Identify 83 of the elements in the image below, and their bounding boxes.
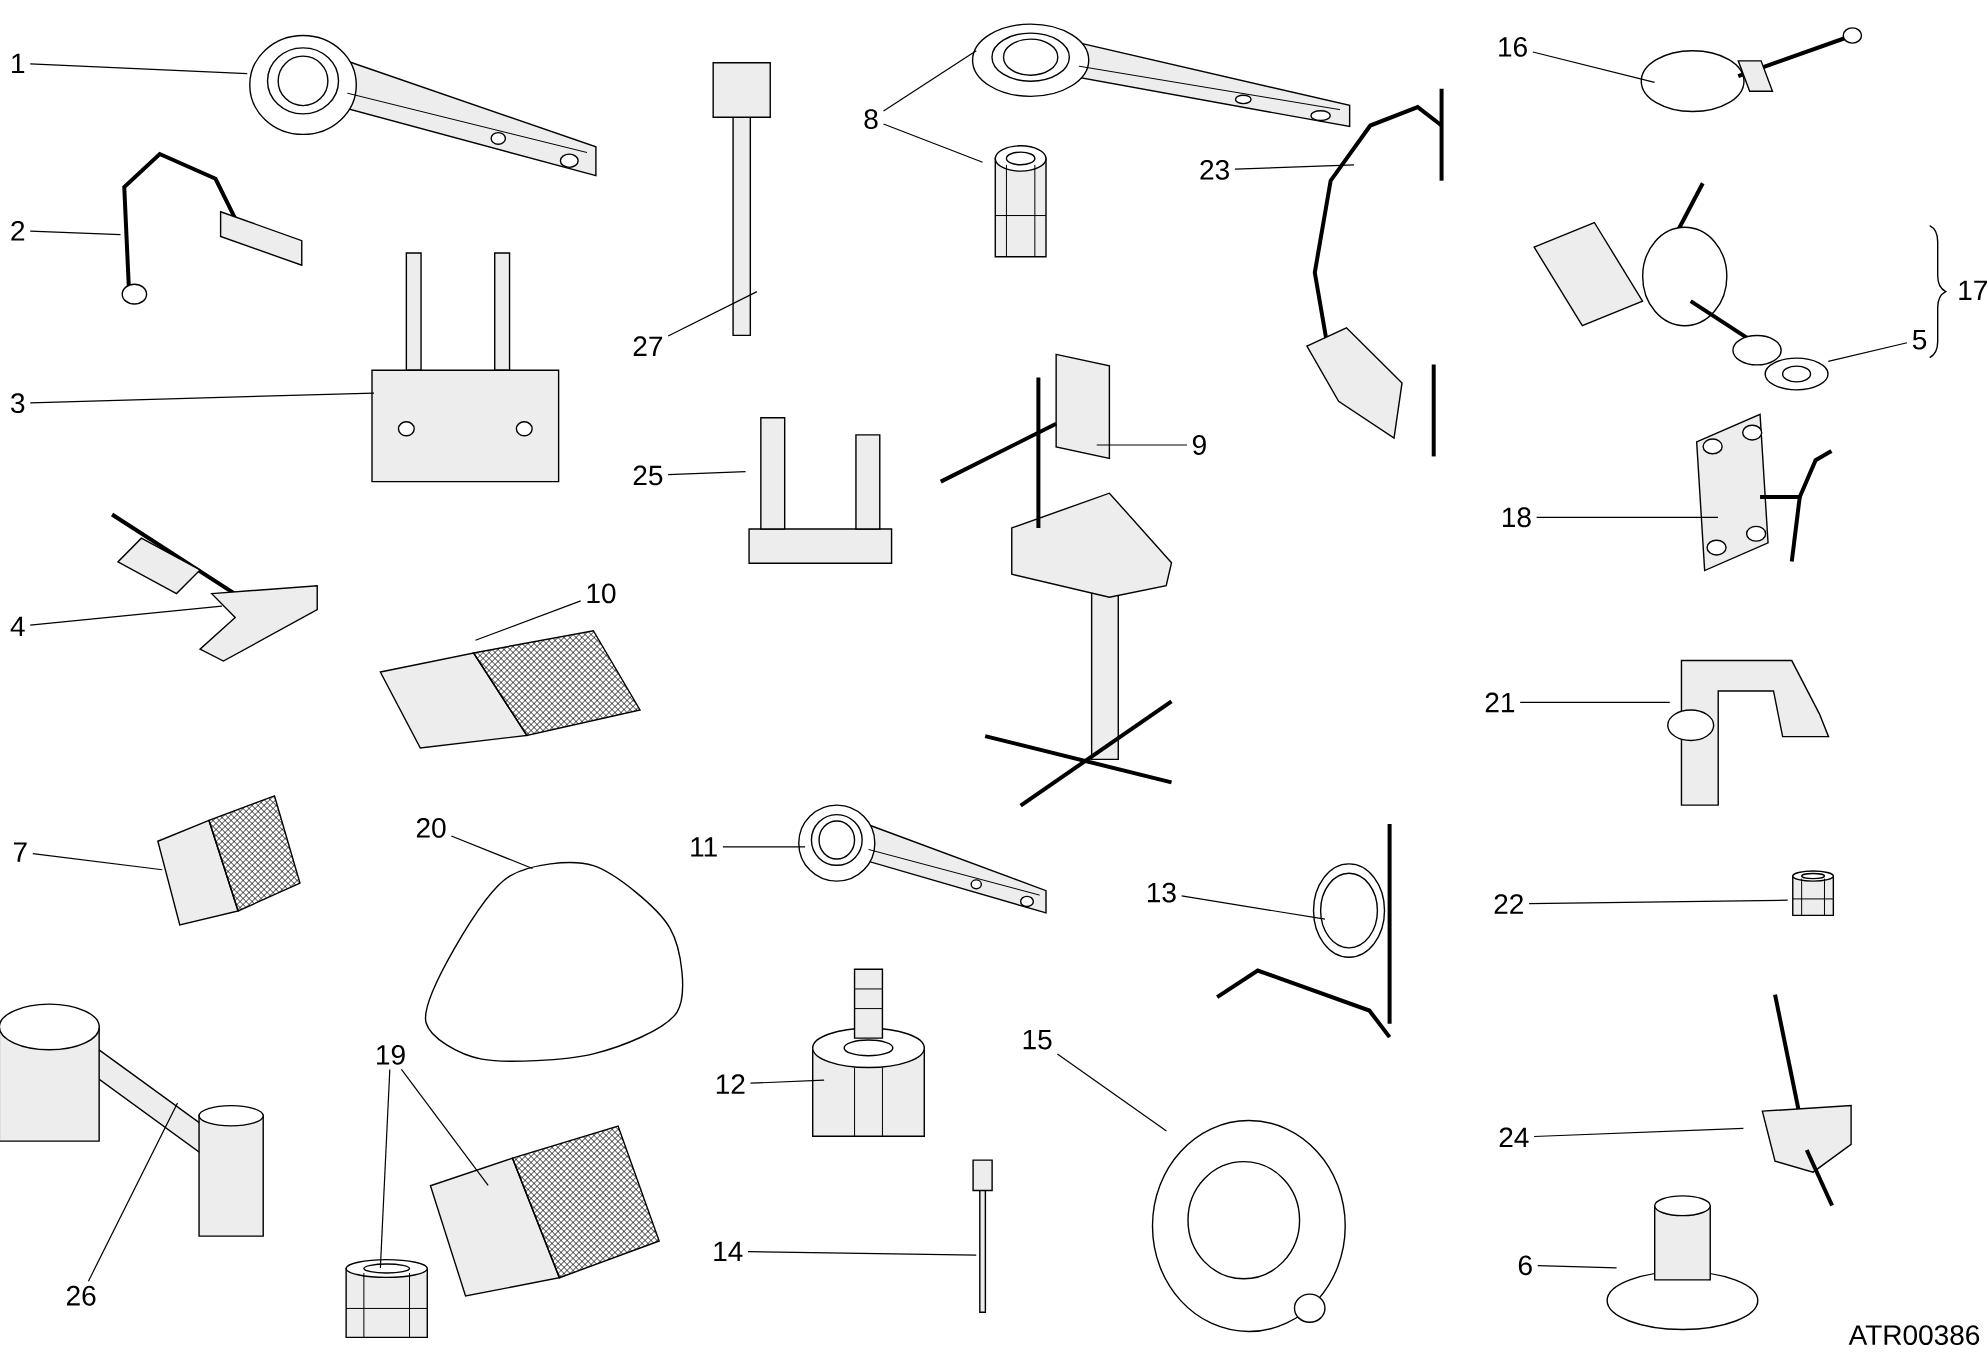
callout-number: 16 <box>1499 37 1527 58</box>
leader-line <box>32 853 163 871</box>
tool-drawing <box>345 1259 428 1339</box>
callout-number: 19 <box>377 1045 405 1065</box>
tool-drawing <box>971 23 1351 128</box>
tool-drawing <box>111 513 318 663</box>
tool-drawing <box>1695 413 1833 572</box>
callout-number: 2 <box>11 221 25 241</box>
callout-number: 17 <box>1959 280 1987 301</box>
callout-number: 8 <box>864 109 878 130</box>
callout-number: 12 <box>716 1074 745 1095</box>
tool-drawing <box>1764 357 1829 391</box>
tool-drawing <box>0 1003 264 1238</box>
tool-drawing <box>121 151 303 305</box>
leader-line <box>29 392 375 404</box>
leader-line <box>1519 702 1671 704</box>
leader-line <box>29 230 122 236</box>
leader-line <box>1536 516 1719 519</box>
callout-number: 13 <box>1147 882 1176 903</box>
callout-number: 25 <box>633 465 663 486</box>
callout-number: 9 <box>1192 435 1206 456</box>
leader-line <box>722 846 806 848</box>
leader-line <box>1528 899 1789 905</box>
callout-number: 1 <box>12 54 25 74</box>
leader-line <box>87 1102 179 1282</box>
tool-drawing <box>939 353 1173 808</box>
tool-drawing <box>249 35 597 177</box>
leader-line <box>882 50 977 112</box>
tool-drawing <box>424 862 684 1063</box>
tool-drawing <box>1792 870 1835 917</box>
callout-number: 23 <box>1200 160 1229 181</box>
leader-line <box>749 1079 825 1085</box>
leader-line <box>379 1069 391 1269</box>
leader-line <box>1096 444 1188 446</box>
callout-number: 27 <box>633 336 663 357</box>
tool-drawing <box>812 968 925 1138</box>
tool-drawing <box>798 804 1047 915</box>
leader-line <box>1181 895 1326 921</box>
leader-line <box>667 291 758 337</box>
callout-number: 15 <box>1023 1030 1052 1050</box>
drawing-number: ATR00386 <box>1848 1325 1980 1346</box>
leader-line <box>474 600 582 642</box>
callout-number: 6 <box>1518 1255 1532 1276</box>
tool-drawing <box>1606 1195 1759 1331</box>
tool-drawing <box>472 630 642 737</box>
tool-drawing <box>1667 660 1830 807</box>
callout-number: 18 <box>1502 507 1531 528</box>
callout-number: 21 <box>1485 692 1515 713</box>
tool-drawing <box>157 819 239 926</box>
tool-drawing <box>1216 824 1392 1039</box>
leader-line <box>450 835 534 870</box>
callout-number: 10 <box>587 583 616 604</box>
leader-line <box>747 1251 977 1257</box>
tool-drawing <box>712 62 771 337</box>
tool-drawing <box>371 252 560 483</box>
callout-number: 22 <box>1494 894 1523 914</box>
leader-line <box>1234 164 1355 170</box>
callout-number: 26 <box>67 1286 96 1306</box>
callout-number: 24 <box>1499 1127 1529 1148</box>
leader-line <box>882 123 984 164</box>
callout-number: 7 <box>13 842 27 862</box>
tool-drawing <box>1640 27 1863 113</box>
callout-number: 5 <box>1912 330 1927 350</box>
tool-drawing <box>511 1125 661 1279</box>
leader-line <box>29 605 223 626</box>
leader-line <box>400 1069 489 1187</box>
leader-line <box>1827 342 1908 363</box>
callout-number: 4 <box>10 616 25 637</box>
tool-drawing <box>972 1159 993 1314</box>
tool-drawing <box>1151 1120 1346 1333</box>
leader-line <box>29 63 248 75</box>
leader-line <box>1532 51 1656 84</box>
leader-line <box>1056 1053 1168 1132</box>
leader-line <box>667 471 747 476</box>
tool-drawing <box>1761 994 1852 1207</box>
tool-drawing <box>748 417 893 565</box>
callout-number: 11 <box>691 837 717 857</box>
callout-number: 14 <box>714 1242 743 1262</box>
callout-number: 3 <box>11 393 25 414</box>
leader-line <box>1533 1128 1744 1138</box>
tool-drawing <box>994 145 1047 258</box>
callout-number: 20 <box>416 818 446 839</box>
leader-line <box>1537 1265 1618 1269</box>
